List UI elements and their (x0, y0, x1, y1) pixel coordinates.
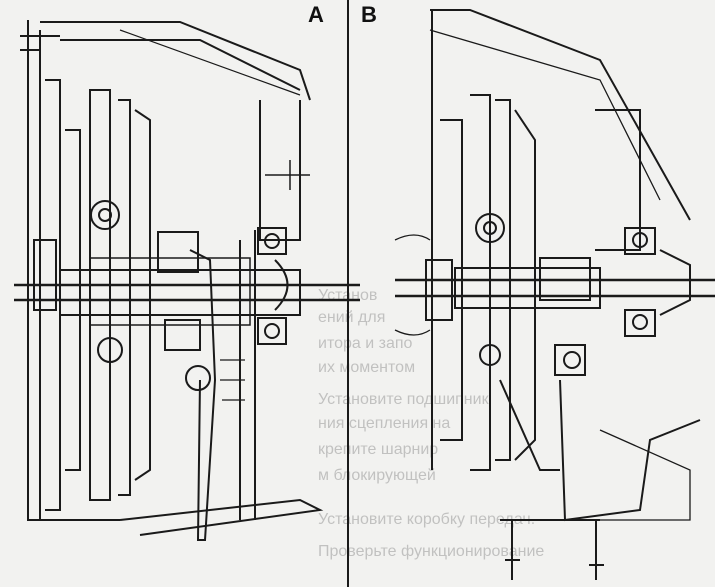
panel-b-label: B (361, 2, 377, 27)
panel-a-label: A (308, 2, 324, 27)
panel-a-drawing (14, 20, 360, 541)
bg-line-4: их моментом (318, 359, 415, 376)
bg-line-5: Установите подшипник (318, 391, 490, 408)
bg-line-3: итора и запо (318, 335, 413, 352)
bg-line-7: крепите шарнир (318, 441, 438, 458)
bg-line-6: ния сцепления на (318, 415, 450, 432)
bg-line-2: ений для (318, 309, 385, 326)
bg-line-9: Установите коробку передач. (318, 511, 535, 528)
bg-line-8: м блокирующей (318, 467, 436, 484)
panel-b-drawing (394, 9, 715, 580)
bg-line-10: Проверьте функционирование (318, 543, 544, 560)
